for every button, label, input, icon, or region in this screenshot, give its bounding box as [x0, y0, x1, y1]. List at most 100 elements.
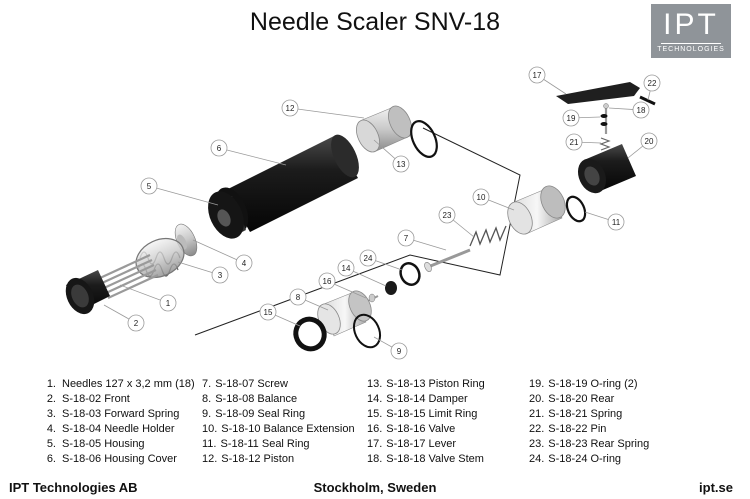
callout-circle-20	[640, 132, 658, 150]
part-description: S-18-16 Valve	[386, 423, 456, 435]
callout-circle-16	[318, 272, 336, 290]
part-entry: 13.S-18-13 Piston Ring	[367, 377, 485, 392]
part-description: S-18-08 Balance	[215, 393, 298, 405]
callout-circle-11	[607, 213, 625, 231]
callout-circle-3	[211, 266, 229, 284]
callout-number-18: 18	[637, 106, 646, 115]
part-number: 2.	[46, 393, 56, 405]
part-entry: 6.S-18-06 Housing Cover	[38, 452, 195, 467]
part-description: Needles 127 x 3,2 mm (18)	[62, 378, 195, 390]
valve-stem-part	[603, 103, 609, 134]
part-number: 4.	[46, 423, 56, 435]
callout-number-2: 2	[134, 319, 139, 328]
callout-number-6: 6	[217, 144, 222, 153]
callout-circle-17	[528, 66, 546, 84]
balance-part	[317, 290, 372, 337]
seal-ring-9-part	[352, 313, 382, 349]
logo-main-text: IPT	[663, 8, 719, 41]
callout-circle-1	[159, 294, 177, 312]
part-entry: 21.S-18-21 Spring	[529, 407, 649, 422]
parts-list-column-3: 13.S-18-13 Piston Ring 14.S-18-14 Damper…	[367, 377, 485, 467]
needles-part	[99, 254, 159, 299]
part-description: S-18-18 Valve Stem	[386, 453, 484, 465]
callout-number-23: 23	[443, 211, 452, 220]
part-description: S-18-06 Housing Cover	[62, 453, 177, 465]
footer-location: Stockholm, Sweden	[313, 480, 437, 495]
part-number: 18.	[367, 453, 383, 465]
part-entry: 11.S-18-11 Seal Ring	[202, 437, 355, 452]
callout-circle-12	[281, 99, 299, 117]
part-number: 16.	[367, 423, 383, 435]
part-description: S-18-03 Forward Spring	[62, 408, 180, 420]
limit-ring-part	[293, 316, 327, 352]
part-entry: 16.S-18-16 Valve	[367, 422, 485, 437]
part-entry: 8.S-18-08 Balance	[202, 392, 355, 407]
footer-company: IPT Technologies AB	[9, 480, 138, 495]
callout-circle-13	[392, 155, 410, 173]
part-description: S-18-07 Screw	[215, 378, 288, 390]
callout-circle-4	[235, 254, 253, 272]
part-number: 10.	[202, 423, 218, 435]
callout-circle-19	[562, 109, 580, 127]
logo-divider	[661, 43, 721, 44]
part-number: 23.	[529, 438, 545, 450]
part-entry: 24.S-18-24 O-ring	[529, 452, 649, 467]
part-number: 7.	[202, 378, 212, 390]
callout-number-20: 20	[645, 137, 654, 146]
callout-number-13: 13	[397, 160, 406, 169]
part-description: S-18-11 Seal Ring	[220, 438, 310, 450]
assembly-bracket-line	[194, 127, 521, 336]
leader-line-12	[289, 107, 365, 119]
part-entry: 18.S-18-18 Valve Stem	[367, 452, 485, 467]
leader-line-6	[218, 147, 287, 166]
callout-number-24: 24	[364, 254, 373, 263]
part-entry: 17.S-18-17 Lever	[367, 437, 485, 452]
callout-circle-5	[140, 177, 158, 195]
part-number: 15.	[367, 408, 383, 420]
callout-number-3: 3	[218, 271, 223, 280]
part-entry: 23.S-18-23 Rear Spring	[529, 437, 649, 452]
part-description: S-18-09 Seal Ring	[215, 408, 306, 420]
part-entry: 7.S-18-07 Screw	[202, 377, 355, 392]
part-number: 1.	[46, 378, 56, 390]
part-description: S-18-21 Spring	[548, 408, 623, 420]
part-number: 19.	[529, 378, 545, 390]
callout-number-1: 1	[166, 299, 171, 308]
callout-circle-22	[643, 74, 661, 92]
part-description: S-18-19 O-ring (2)	[548, 378, 638, 390]
part-number: 17.	[367, 438, 383, 450]
callout-number-19: 19	[567, 114, 576, 123]
part-entry: 14.S-18-14 Damper	[367, 392, 485, 407]
part-number: 9.	[202, 408, 212, 420]
callout-number-4: 4	[242, 259, 247, 268]
callout-number-17: 17	[533, 71, 542, 80]
part-number: 5.	[46, 438, 56, 450]
callout-circle-18	[632, 101, 650, 119]
callout-number-9: 9	[397, 347, 402, 356]
damper-part	[385, 281, 397, 295]
part-entry: 5.S-18-05 Housing	[38, 437, 195, 452]
part-entry: 3.S-18-03 Forward Spring	[38, 407, 195, 422]
piston-ring-part	[410, 120, 438, 158]
footer-website[interactable]: ipt.se	[699, 480, 733, 495]
callout-number-16: 16	[323, 277, 332, 286]
callout-number-15: 15	[264, 308, 273, 317]
part-description: S-18-15 Limit Ring	[386, 408, 478, 420]
parts-list-column-1: 1.Needles 127 x 3,2 mm (18) 2.S-18-02 Fr…	[38, 377, 195, 467]
pin-part	[639, 95, 656, 106]
balance-extension-part	[507, 185, 566, 235]
part-entry: 22.S-18-22 Pin	[529, 422, 649, 437]
part-entry: 15.S-18-15 Limit Ring	[367, 407, 485, 422]
leader-line-4	[192, 239, 245, 264]
callout-circle-24	[359, 249, 377, 267]
part-number: 13.	[367, 378, 383, 390]
front-part	[65, 270, 110, 315]
part-description: S-18-22 Pin	[548, 423, 607, 435]
callout-circle-15	[259, 303, 277, 321]
part-number: 8.	[202, 393, 212, 405]
part-entry: 19.S-18-19 O-ring (2)	[529, 377, 649, 392]
spring-21-part	[599, 137, 611, 151]
housing-part	[208, 191, 244, 239]
part-number: 20.	[529, 393, 545, 405]
parts-list-column-4: 19.S-18-19 O-ring (2) 20.S-18-20 Rear 21…	[529, 377, 649, 467]
